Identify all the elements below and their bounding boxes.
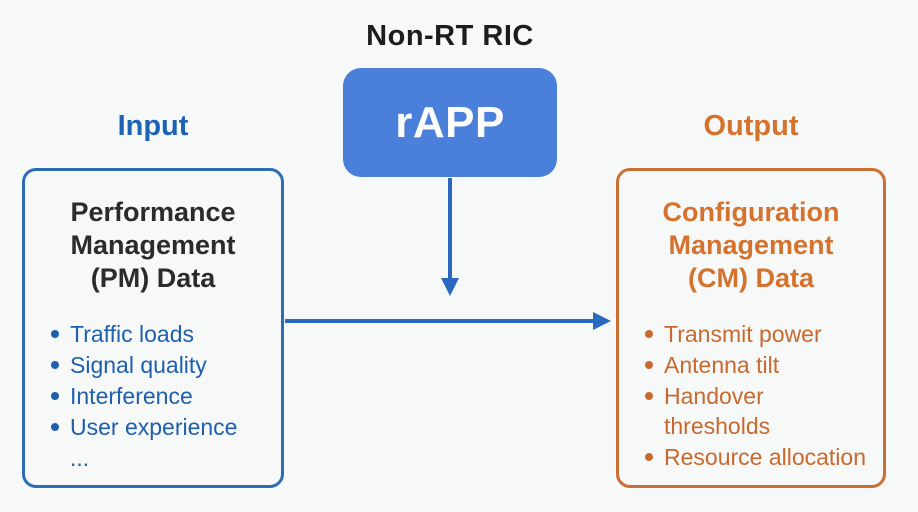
- list-item-label: Traffic loads: [70, 321, 194, 347]
- cm-data-box: Configuration Management (CM) Data Trans…: [616, 168, 886, 488]
- output-label: Output: [703, 110, 799, 142]
- rapp-down-arrow: [441, 178, 459, 296]
- bullet-icon: [645, 453, 653, 461]
- list-item-label: ...: [70, 445, 90, 471]
- rapp-box: rAPP: [343, 68, 557, 177]
- pm-data-box: Performance Management (PM) Data Traffic…: [22, 168, 284, 488]
- list-item-ellipsis: ...: [51, 443, 277, 473]
- rapp-label: rAPP: [395, 97, 505, 147]
- bullet-icon: [51, 392, 59, 400]
- list-item: Resource allocation: [645, 442, 879, 472]
- list-item-label: Interference: [70, 383, 193, 409]
- list-item-label: Handover thresholds: [664, 383, 771, 439]
- list-item: Handover thresholds: [645, 381, 879, 441]
- bullet-icon: [645, 392, 653, 400]
- bullet-icon: [645, 330, 653, 338]
- list-item: Interference: [51, 381, 277, 411]
- pm-data-heading: Performance Management (PM) Data: [70, 197, 236, 293]
- non-rt-ric-title: Non-RT RIC: [366, 20, 534, 52]
- list-item-label: Transmit power: [664, 321, 822, 347]
- input-to-output-arrow: [285, 312, 611, 330]
- bullet-icon: [51, 423, 59, 431]
- list-item-label: Resource allocation: [664, 444, 867, 470]
- list-item: Transmit power: [645, 319, 879, 349]
- list-item: Antenna tilt: [645, 350, 879, 380]
- input-label: Input: [117, 110, 189, 142]
- cm-data-heading: Configuration Management (CM) Data: [662, 197, 840, 293]
- bullet-icon: [645, 361, 653, 369]
- list-item: Signal quality: [51, 350, 277, 380]
- pm-data-list: Traffic loads Signal quality Interferenc…: [25, 319, 281, 473]
- list-item: User experience: [51, 412, 277, 442]
- bullet-icon: [51, 361, 59, 369]
- list-item: Traffic loads: [51, 319, 277, 349]
- cm-data-list: Transmit power Antenna tilt Handover thr…: [619, 319, 883, 472]
- bullet-icon: [51, 330, 59, 338]
- list-item-label: Signal quality: [70, 352, 207, 378]
- list-item-label: User experience: [70, 414, 238, 440]
- list-item-label: Antenna tilt: [664, 352, 780, 378]
